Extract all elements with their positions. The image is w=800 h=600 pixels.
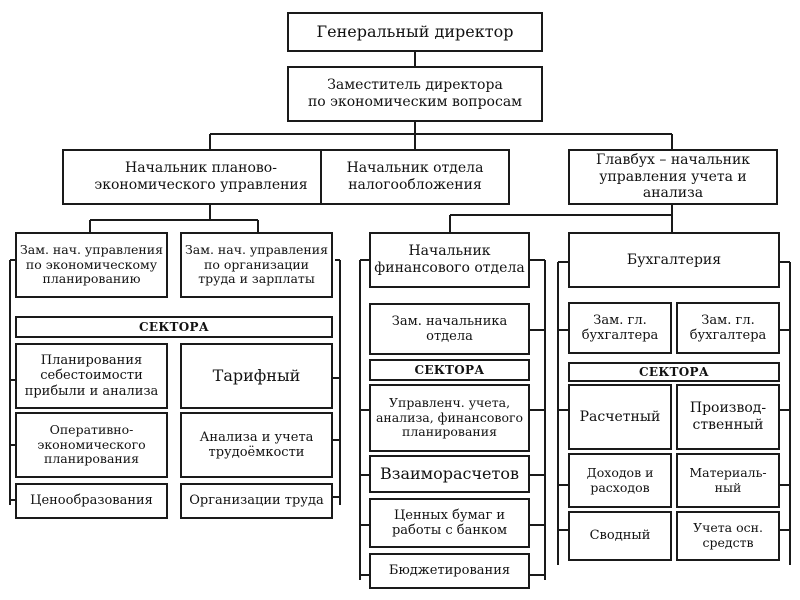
deputy-director-box: Заместитель директора по экономическим в… — [287, 66, 543, 122]
sector-settlements: Взаиморасчетов — [369, 455, 530, 493]
sector-budgeting: Бюджетирования — [369, 553, 530, 589]
sector-settlement: Расчетный — [568, 384, 672, 450]
sector-labor-organization: Организации труда — [180, 483, 333, 519]
accounting-deputy-1: Зам. гл. бухгалтера — [568, 302, 672, 354]
sector-income-expenses: Доходов и расходов — [568, 453, 672, 508]
planning-head-box: Начальник планово- экономического управл… — [62, 149, 340, 205]
sector-fixed-assets: Учета осн. средств — [676, 511, 780, 561]
planning-sectors-header: СЕКТОРА — [15, 316, 333, 338]
planning-deputy-econ-box: Зам. нач. управления по экономическому п… — [15, 232, 168, 298]
sector-production: Производ- ственный — [676, 384, 780, 450]
planning-deputy-labor-box: Зам. нач. управления по организации труд… — [180, 232, 333, 298]
accounting-dept-box: Бухгалтерия — [568, 232, 780, 288]
accounting-head-box: Главбух – начальник управления учета и а… — [568, 149, 778, 205]
sector-summary: Сводный — [568, 511, 672, 561]
tax-head-box: Начальник отдела налогообложения — [320, 149, 510, 205]
sector-management-accounting: Управленч. учета, анализа, финансового п… — [369, 384, 530, 452]
ceo-box: Генеральный директор — [287, 12, 543, 52]
sector-tariff: Тарифный — [180, 343, 333, 409]
finance-deputy-box: Зам. начальника отдела — [369, 303, 530, 355]
sector-operational-planning: Оперативно- экономического планирования — [15, 412, 168, 478]
sector-pricing: Ценообразования — [15, 483, 168, 519]
accounting-deputy-2: Зам. гл. бухгалтера — [676, 302, 780, 354]
accounting-sectors-header: СЕКТОРА — [568, 362, 780, 382]
sector-material: Материаль- ный — [676, 453, 780, 508]
finance-sectors-header: СЕКТОРА — [369, 359, 530, 381]
finance-head-box: Начальник финансового отдела — [369, 232, 530, 288]
sector-labor-analysis: Анализа и учета трудоёмкости — [180, 412, 333, 478]
sector-cost-planning: Планирования себестоимости прибыли и ана… — [15, 343, 168, 409]
sector-securities: Ценных бумаг и работы с банком — [369, 498, 530, 548]
